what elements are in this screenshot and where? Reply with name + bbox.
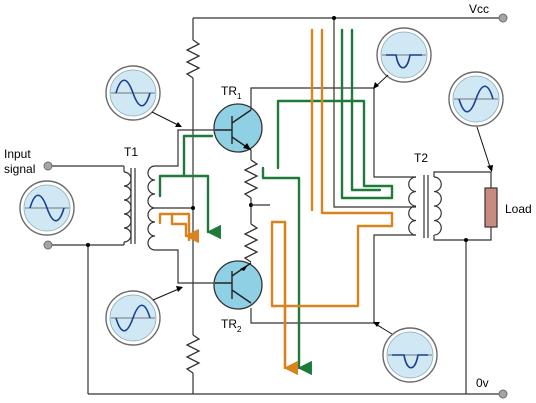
scope-input (19, 180, 75, 236)
scope-tr2-output (382, 327, 438, 383)
scope-pointers (151, 74, 493, 335)
scope-tr1-input (105, 65, 161, 121)
scope-load-waveform (458, 85, 494, 113)
t2-label: T2 (414, 151, 428, 165)
vcc-terminal[interactable] (498, 13, 508, 23)
bias-resistor-bottom (185, 334, 201, 374)
bias-resistor-top (185, 39, 201, 79)
tr2-label: TR2 (221, 317, 242, 334)
load-label: Load (505, 202, 532, 216)
scope-tr1-output-waveform (386, 54, 422, 69)
load-resistor (484, 187, 498, 228)
t1-label: T1 (124, 145, 138, 159)
transformer-t2 (408, 171, 492, 394)
emitter-network (243, 150, 270, 263)
transformer-t1 (123, 129, 215, 284)
scope-tr1-output (376, 27, 432, 83)
input-terminal-bottom[interactable] (43, 240, 53, 250)
scope-tr2-input-waveform (115, 304, 151, 332)
transistor-tr1 (213, 103, 263, 153)
input-signal-label: Input signal (4, 147, 35, 176)
current-flow-green (158, 28, 394, 376)
transistor-tr2 (213, 260, 263, 310)
scope-tr2-input (105, 290, 161, 346)
current-flow-orange (158, 28, 394, 376)
emitter-resistor-top (243, 159, 259, 199)
scope-tr1-input-waveform (115, 79, 151, 107)
input-wiring (48, 165, 124, 394)
vcc-label: Vcc (469, 2, 489, 16)
scope-load (448, 71, 504, 127)
input-terminal-top[interactable] (43, 161, 53, 171)
scope-tr2-output-waveform (392, 354, 428, 369)
tr2-collector-wiring (250, 234, 416, 324)
zero-v-label: 0v (476, 376, 489, 390)
t2-centre-tap (332, 16, 416, 208)
emitter-resistor-bottom (243, 223, 259, 263)
scope-input-waveform (29, 194, 65, 222)
tr1-label: TR1 (221, 84, 242, 101)
ground-terminal[interactable] (498, 389, 508, 399)
